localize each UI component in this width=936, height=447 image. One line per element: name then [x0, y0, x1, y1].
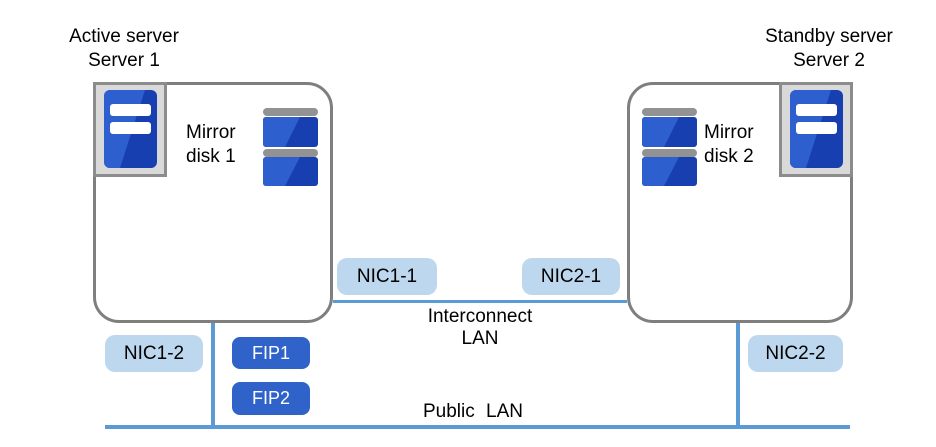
- server2-icon: [779, 82, 853, 177]
- public-lan-line: [105, 425, 850, 429]
- server1-icon: [93, 82, 167, 177]
- fip2-badge: FIP2: [232, 382, 310, 415]
- mirror-disk2-icon: [642, 108, 697, 186]
- server2-public-link-line: [736, 321, 740, 429]
- mirror-disk1-icon: [263, 108, 318, 186]
- standby-server-name: Server 2: [793, 50, 865, 71]
- interconnect-lan-label: Interconnect LAN: [400, 306, 560, 350]
- mirror-disk2-label-line1: Mirror: [704, 122, 754, 143]
- nic1-2-badge: NIC1-2: [105, 335, 203, 372]
- mirror-disk2-label: Mirror disk 2: [704, 121, 776, 169]
- server2-box: [627, 82, 853, 323]
- interconnect-lan-line: [333, 300, 627, 303]
- active-server-role: Active server: [69, 26, 179, 47]
- interconnect-lan-label-line1: Interconnect: [427, 306, 533, 327]
- fip1-badge: FIP1: [232, 337, 310, 369]
- mirror-disk2-label-line2: disk 2: [704, 146, 754, 167]
- mirror-disk1-label-line1: Mirror: [186, 122, 236, 143]
- interconnect-lan-label-line2: LAN: [461, 328, 499, 349]
- public-lan-label: Public LAN: [423, 401, 523, 422]
- nic2-1-badge: NIC2-1: [522, 258, 620, 295]
- nic2-2-badge: NIC2-2: [748, 335, 843, 372]
- standby-server-role: Standby server: [765, 26, 893, 47]
- nic1-1-badge: NIC1-1: [337, 258, 437, 295]
- standby-server-title: Standby server Server 2: [744, 25, 914, 73]
- mirror-disk1-label-line2: disk 1: [186, 146, 236, 167]
- server1-box: [93, 82, 333, 323]
- server1-public-link-line: [211, 321, 215, 429]
- mirror-disk1-label: Mirror disk 1: [186, 121, 258, 169]
- active-server-title: Active server Server 1: [39, 25, 209, 73]
- active-server-name: Server 1: [88, 50, 160, 71]
